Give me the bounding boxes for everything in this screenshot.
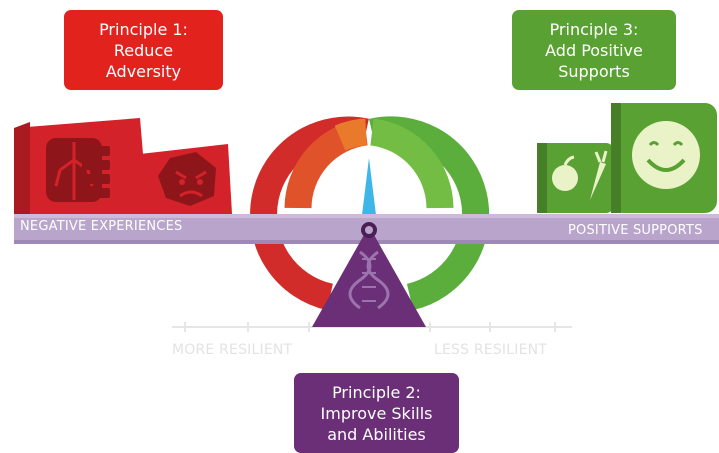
principle-2-box: Principle 2: Improve Skills and Abilitie… — [294, 373, 459, 453]
more-resilient-label: MORE RESILIENT — [172, 342, 293, 358]
principle-2-line-3: and Abilities — [327, 424, 426, 444]
negative-experiences-label: NEGATIVE EXPERIENCES — [20, 219, 183, 234]
principle-3-line-2: Add Positive — [545, 40, 643, 60]
principle-3-box: Principle 3: Add Positive Supports — [512, 10, 676, 90]
apple-carrot-icon — [537, 143, 614, 213]
smiley-face-icon — [611, 103, 717, 213]
principle-1-line-3: Adversity — [105, 61, 182, 81]
principle-3-title: Principle 3: — [549, 19, 639, 39]
principle-2-line-2: Improve Skills — [320, 403, 433, 423]
principle-1-box: Principle 1: Reduce Adversity — [64, 10, 223, 90]
angry-face-icon — [140, 144, 232, 214]
principle-1-title: Principle 1: — [99, 19, 188, 39]
principle-1-line-2: Reduce — [113, 40, 174, 60]
lungs-icon — [14, 118, 148, 214]
principle-3-line-3: Supports — [558, 61, 630, 81]
less-resilient-label: LESS RESILIENT — [434, 342, 548, 358]
fulcrum-triangle — [312, 222, 426, 327]
resilience-gauge — [250, 116, 490, 311]
dna-icon — [348, 250, 390, 310]
principle-2-title: Principle 2: — [332, 382, 421, 402]
positive-supports-label: POSITIVE SUPPORTS — [568, 223, 703, 238]
needle-indicator — [362, 158, 376, 215]
